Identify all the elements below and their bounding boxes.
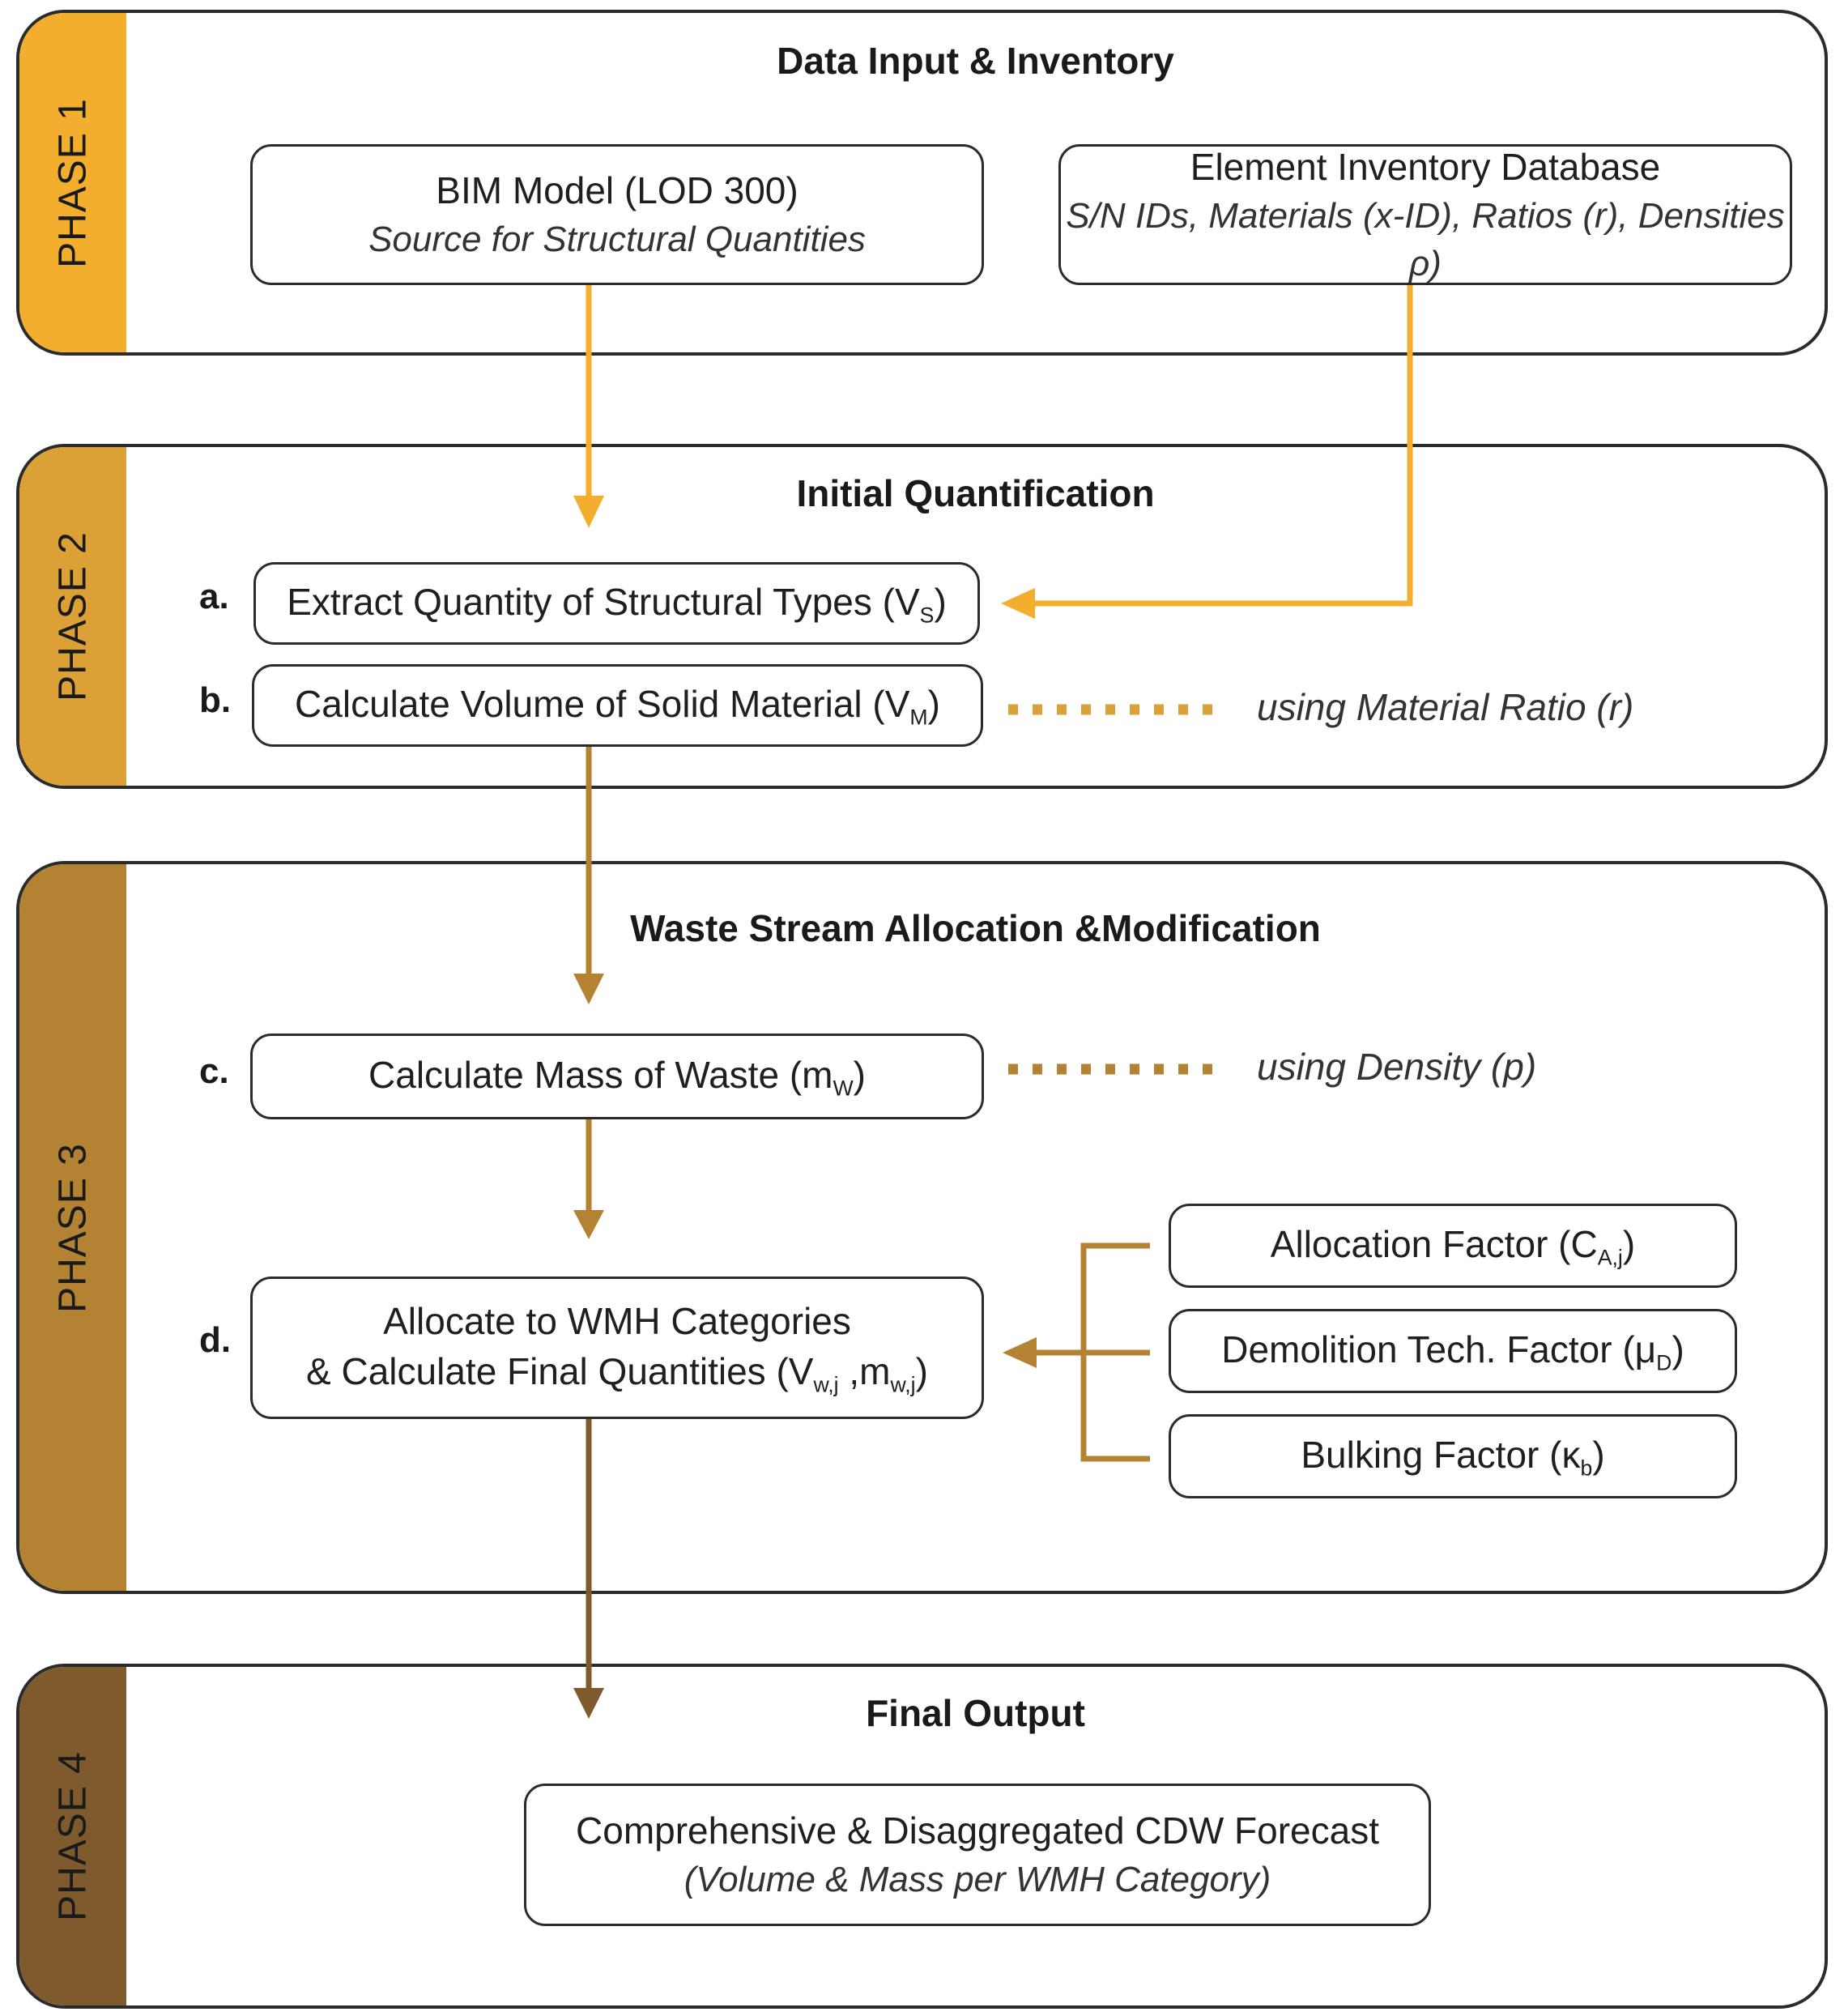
- calculate-mass-box: Calculate Mass of Waste (mW): [250, 1034, 984, 1119]
- demolition-factor-box: Demolition Tech. Factor (μD): [1169, 1309, 1737, 1393]
- arrow-inventory-to-extract: [1001, 285, 1413, 619]
- allocation-factor-box: Allocation Factor (CA,j): [1169, 1204, 1737, 1288]
- allocate-wmh-box: Allocate to WMH Categories & Calculate F…: [250, 1277, 984, 1419]
- calculate-volume-box: Calculate Volume of Solid Material (VM): [252, 664, 983, 747]
- calculate-volume-text: Calculate Volume of Solid Material (VM): [295, 683, 940, 730]
- step-d-letter: d.: [199, 1320, 232, 1360]
- allocation-factor-text: Allocation Factor (CA,j): [1270, 1223, 1636, 1270]
- phase-1-band: PHASE 1: [19, 13, 126, 352]
- inventory-database-title: Element Inventory Database: [1190, 145, 1661, 188]
- factors-bracket: [1003, 1242, 1150, 1462]
- cdw-forecast-title: Comprehensive & Disaggregated CDW Foreca…: [576, 1809, 1379, 1852]
- bulking-factor-text: Bulking Factor (κb): [1301, 1434, 1605, 1481]
- material-ratio-note: using Material Ratio (r): [1257, 686, 1634, 728]
- arrow-allocate-to-output: [573, 1419, 604, 1719]
- arrow-volume-to-mass: [573, 747, 604, 1004]
- cdw-forecast-box: Comprehensive & Disaggregated CDW Foreca…: [524, 1784, 1431, 1926]
- phase-1-title: Data Input & Inventory: [777, 40, 1174, 82]
- subscript-w: W: [833, 1076, 854, 1101]
- subscript-s: S: [919, 603, 935, 628]
- inventory-database-subtitle: S/N IDs, Materials (x-ID), Ratios (r), D…: [1066, 195, 1785, 284]
- allocate-wmh-line1: Allocate to WMH Categories: [383, 1300, 851, 1343]
- allocate-wmh-line2: & Calculate Final Quantities (Vw,j ,mw,j…: [306, 1350, 928, 1397]
- bim-model-title: BIM Model (LOD 300): [436, 169, 798, 212]
- calculate-mass-text: Calculate Mass of Waste (mW): [368, 1054, 866, 1101]
- extract-quantity-box: Extract Quantity of Structural Types (VS…: [253, 562, 980, 645]
- subscript-m: M: [909, 705, 928, 730]
- phase-4-band: PHASE 4: [19, 1667, 126, 2005]
- phase-3-band: PHASE 3: [19, 864, 126, 1591]
- phase-2-title: Initial Quantification: [796, 472, 1155, 514]
- bim-model-box: BIM Model (LOD 300) Source for Structura…: [250, 144, 984, 285]
- bulking-factor-box: Bulking Factor (κb): [1169, 1414, 1737, 1498]
- inventory-database-box: Element Inventory Database S/N IDs, Mate…: [1058, 144, 1792, 285]
- step-c-letter: c.: [199, 1051, 229, 1091]
- phase-4-title: Final Output: [866, 1692, 1085, 1734]
- cdw-forecast-subtitle: (Volume & Mass per WMH Category): [684, 1860, 1271, 1900]
- step-a-letter: a.: [199, 577, 229, 616]
- phase-3-title: Waste Stream Allocation &Modification: [630, 907, 1321, 949]
- density-note: using Density (p): [1257, 1046, 1537, 1088]
- phase-2-band: PHASE 2: [19, 447, 126, 786]
- arrow-bim-to-extract: [573, 285, 604, 528]
- bim-model-subtitle: Source for Structural Quantities: [368, 220, 866, 260]
- demolition-factor-text: Demolition Tech. Factor (μD): [1221, 1328, 1684, 1375]
- arrow-mass-to-allocate: [573, 1119, 604, 1239]
- extract-quantity-text: Extract Quantity of Structural Types (VS…: [287, 581, 947, 628]
- step-b-letter: b.: [199, 680, 232, 720]
